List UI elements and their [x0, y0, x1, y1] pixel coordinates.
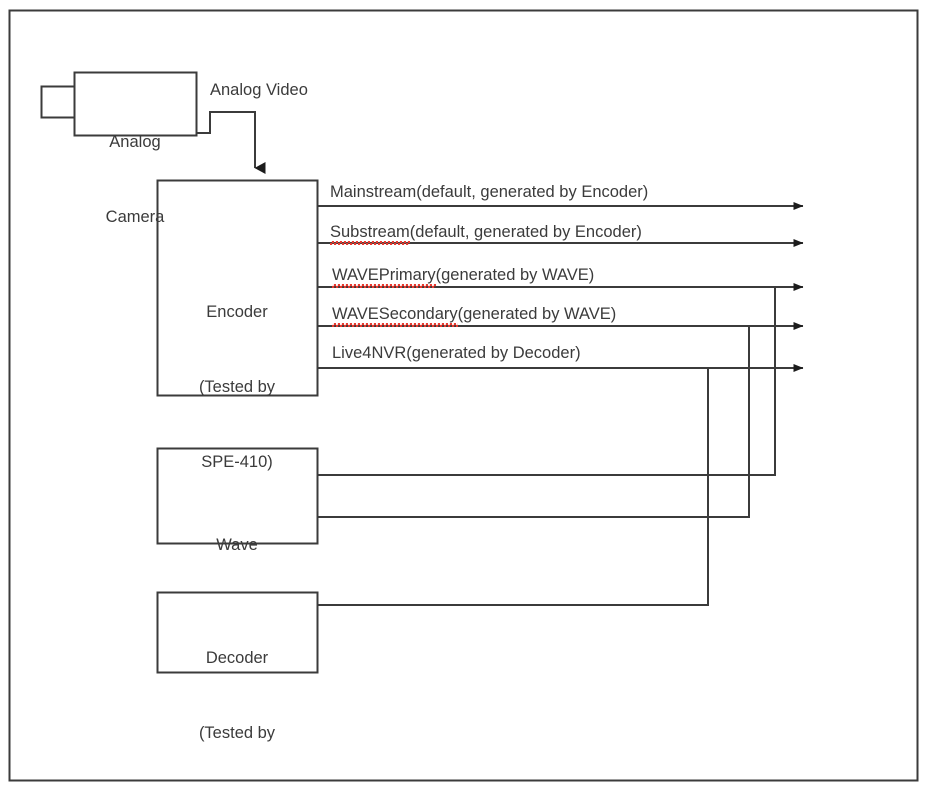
- camera-lens: [40, 85, 78, 119]
- stream-name-live4nvr: Live4NVR: [332, 344, 407, 362]
- decoder-box[interactable]: [156, 591, 319, 674]
- stream-suffix-substream: (default, generated by Encoder): [409, 223, 642, 241]
- wave-box[interactable]: [156, 447, 319, 545]
- stream-name-mainstream: Mainstream: [330, 183, 417, 201]
- edge-live4nvr: [318, 364, 804, 606]
- stream-name-wavesecondary: WAVESecondary: [332, 305, 458, 327]
- stream-label-waveprimary: WAVEPrimary(generated by WAVE): [332, 265, 595, 288]
- analog-video-label: Analog Video: [210, 80, 308, 100]
- outer-frame: [8, 9, 919, 782]
- stream-suffix-live4nvr: (generated by Decoder): [406, 344, 581, 362]
- camera-body-box[interactable]: [73, 71, 198, 137]
- encoder-box[interactable]: [156, 179, 319, 397]
- stream-name-waveprimary: WAVEPrimary: [332, 266, 436, 288]
- stream-label-wavesecondary: WAVESecondary(generated by WAVE): [332, 304, 617, 327]
- stream-label-substream: Substream(default, generated by Encoder): [330, 222, 642, 245]
- stream-label-mainstream: Mainstream(default, generated by Encoder…: [330, 182, 648, 202]
- edge-waveprimary: [318, 283, 804, 476]
- stream-suffix-waveprimary: (generated by WAVE): [435, 266, 595, 284]
- analog-video-connector: [196, 111, 266, 174]
- stream-suffix-wavesecondary: (generated by WAVE): [457, 305, 617, 323]
- stream-name-substream: Substream: [330, 223, 410, 245]
- analog-video-label-text: Analog Video: [210, 81, 308, 99]
- stream-suffix-mainstream: (default, generated by Encoder): [416, 183, 649, 201]
- stream-label-live4nvr: Live4NVR(generated by Decoder): [332, 343, 581, 363]
- edge-wavesecondary: [318, 322, 804, 518]
